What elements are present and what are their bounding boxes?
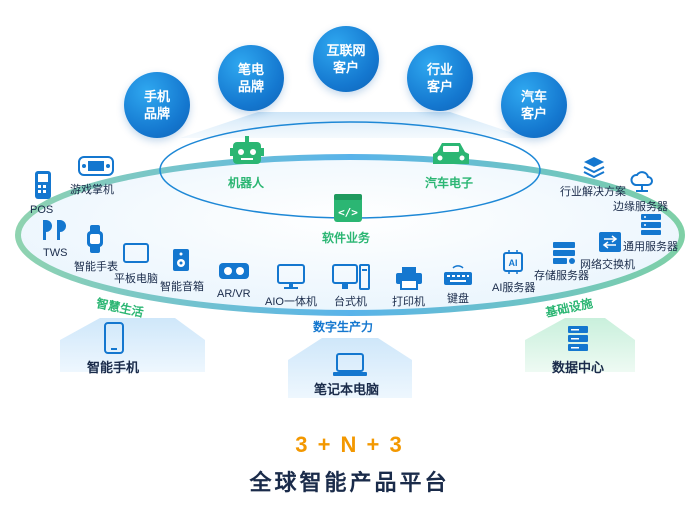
- client-bubble-auto: 汽车 客户: [501, 72, 567, 138]
- robot-label: 机器人: [228, 176, 265, 190]
- arvr-label: AR/VR: [217, 288, 251, 300]
- network-switch-icon: [599, 232, 621, 252]
- keyboard-label: 键盘: [447, 293, 469, 305]
- handheld-console-icon: [78, 156, 114, 176]
- laptop-label: 笔记本电脑: [314, 382, 380, 397]
- smartphone-label: 智能手机: [87, 360, 140, 375]
- client-bubble-laptop-brand: 笔电 品牌: [218, 45, 284, 111]
- handheld-console-label: 游戏掌机: [70, 184, 114, 196]
- desktop-icon: [332, 264, 370, 290]
- vr-headset-icon: [219, 263, 249, 279]
- ai-chip-icon: AI: [503, 250, 523, 274]
- software-label: 软件业务: [322, 231, 371, 245]
- aio-label: AIO一体机: [265, 296, 317, 308]
- laptop-icon: [333, 353, 367, 376]
- car-icon: [433, 143, 469, 164]
- headline-formula: 3 + N + 3: [295, 432, 404, 457]
- speaker-label: 智能音箱: [160, 281, 204, 293]
- smartphone-icon: [104, 322, 124, 354]
- client-bubble-internet: 互联网 客户: [313, 26, 379, 92]
- pos-label: POS: [30, 204, 54, 216]
- pos-icon: [35, 171, 51, 199]
- svg-text:AI: AI: [509, 258, 518, 268]
- general-server-icon: [641, 214, 661, 235]
- software-icon: </>: [334, 194, 362, 222]
- speaker-icon: [173, 249, 189, 271]
- industry-solution-label: 行业解决方案: [560, 186, 626, 198]
- earbuds-icon: [43, 220, 66, 240]
- tws-label: TWS: [43, 247, 68, 259]
- desktop-label: 台式机: [334, 296, 367, 308]
- tablet-icon: [123, 243, 149, 263]
- edge-server-label: 边缘服务器: [613, 201, 668, 213]
- robot-icon: [230, 136, 264, 164]
- datacenter-label: 数据中心: [552, 360, 605, 375]
- auto-electronics-label: 汽车电子: [425, 176, 474, 190]
- ai-server-label: AI服务器: [492, 282, 536, 294]
- tablet-label: 平板电脑: [114, 273, 158, 285]
- printer-label: 打印机: [392, 296, 425, 308]
- industry-solution-icon: [583, 157, 605, 179]
- aio-monitor-icon: [277, 264, 305, 289]
- datacenter-icon: [568, 326, 588, 351]
- printer-icon: [396, 267, 422, 290]
- smartwatch-icon: [87, 225, 103, 253]
- storage-server-icon: [553, 242, 575, 264]
- svg-text:</>: </>: [338, 206, 358, 219]
- storage-server-label: 存储服务器: [534, 270, 589, 282]
- section-productivity: 数字生产力: [313, 320, 374, 334]
- general-server-label: 通用服务器: [623, 241, 678, 253]
- network-switch-label: 网络交换机: [580, 259, 635, 271]
- headline-title: 全球智能产品平台: [249, 470, 450, 495]
- edge-server-icon: [630, 171, 653, 192]
- client-bubble-industry: 行业 客户: [407, 45, 473, 111]
- smartwatch-label: 智能手表: [74, 261, 118, 273]
- keyboard-icon: [444, 265, 472, 285]
- client-bubble-phone-brand: 手机 品牌: [124, 72, 190, 138]
